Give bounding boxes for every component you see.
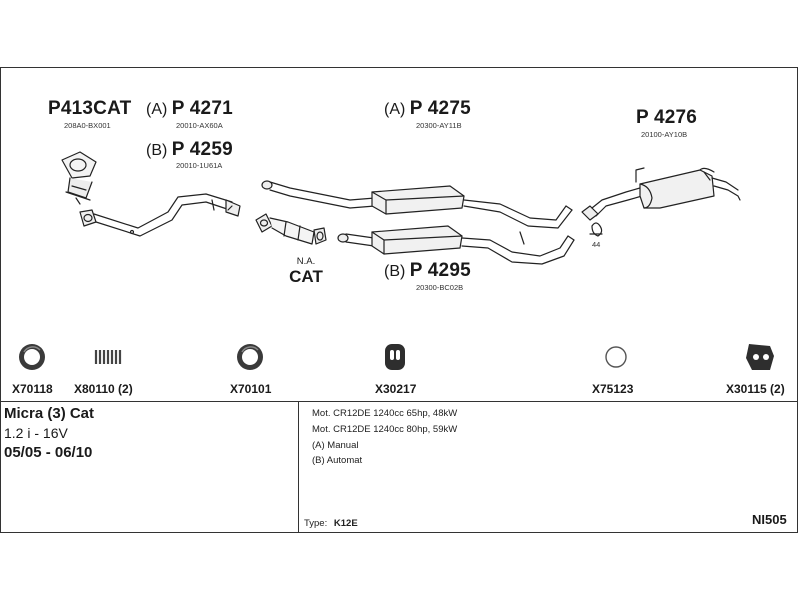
- part-ref-p4259: 20010-1U61A: [176, 161, 223, 170]
- bracket-number: 44: [592, 240, 601, 249]
- diagram-code: NI505: [752, 512, 787, 527]
- middle-silencer-a-part: [261, 180, 573, 229]
- middle-silencer-b-part: [337, 225, 575, 265]
- part-code-p4276: P 4276: [636, 107, 698, 128]
- part-code-p4271: P 4271: [171, 98, 233, 119]
- part-ref-p413cat: 208A0-BX001: [64, 121, 111, 130]
- accessory-code-x30217: X30217: [375, 382, 417, 396]
- front-pipe-part: [79, 193, 241, 237]
- rear-silencer-part: [581, 167, 741, 221]
- type-field: Type: K12E: [304, 518, 358, 529]
- part-code-p4259: P 4259: [171, 139, 233, 160]
- catalyst-part: [255, 213, 327, 245]
- variant-prefix: (B): [384, 263, 406, 280]
- type-value: K12E: [333, 518, 358, 529]
- variant-prefix: (A): [384, 101, 406, 118]
- diagram-frame: [0, 67, 798, 533]
- variant-prefix: (B): [146, 142, 168, 159]
- hanger-rubber-icon: [385, 344, 405, 370]
- thin-ring-icon: [605, 346, 627, 368]
- type-label: Type:: [304, 518, 328, 529]
- accessory-code-x75123: X75123: [592, 382, 634, 396]
- spring-icon: [94, 350, 122, 364]
- part-code-p413cat: P413CAT: [48, 98, 132, 119]
- accessory-code-x70118: X70118: [12, 382, 53, 396]
- cat-na-label: N.A.: [296, 256, 316, 267]
- vehicle-engine: 1.2 i - 16V: [4, 425, 68, 441]
- spec-line: (B) Automat: [312, 455, 363, 466]
- manifold-cat-part: [61, 151, 97, 205]
- accessory-code-x30115: X30115 (2): [726, 382, 785, 396]
- accessory-icons: [19, 344, 774, 370]
- part-ref-p4275: 20300-AY11B: [416, 121, 462, 130]
- accessory-code-x70101: X70101: [230, 382, 272, 396]
- part-ref-p4271: 20010-AX60A: [176, 121, 223, 130]
- hanger-rubber-icon: [746, 344, 774, 370]
- section-divider: [0, 401, 798, 402]
- part-code-p4295: P 4295: [409, 260, 471, 281]
- cat-label: CAT: [289, 267, 323, 286]
- ring-rubber-icon: [237, 344, 263, 370]
- bracket-part: [589, 222, 603, 237]
- column-divider: [298, 401, 299, 533]
- part-ref-p4276: 20100-AY10B: [641, 130, 688, 139]
- ring-rubber-icon: [19, 344, 45, 370]
- part-ref-p4295: 20300-BC02B: [416, 283, 464, 292]
- accessory-code-x80110: X80110 (2): [74, 382, 133, 396]
- spec-line: Mot. CR12DE 1240cc 80hp, 59kW: [312, 424, 458, 435]
- spec-line: (A) Manual: [312, 440, 359, 451]
- part-label-p4295: (B) P 4295: [384, 260, 471, 282]
- part-code-p4275: P 4275: [409, 98, 471, 119]
- part-label-p4271: (A) P 4271: [146, 98, 233, 120]
- spec-line: Mot. CR12DE 1240cc 65hp, 48kW: [312, 408, 458, 419]
- part-label-p4275: (A) P 4275: [384, 98, 471, 120]
- vehicle-model: Micra (3) Cat: [4, 405, 95, 422]
- part-label-p4259: (B) P 4259: [146, 139, 233, 161]
- variant-prefix: (A): [146, 101, 168, 118]
- vehicle-years: 05/05 - 06/10: [4, 444, 93, 461]
